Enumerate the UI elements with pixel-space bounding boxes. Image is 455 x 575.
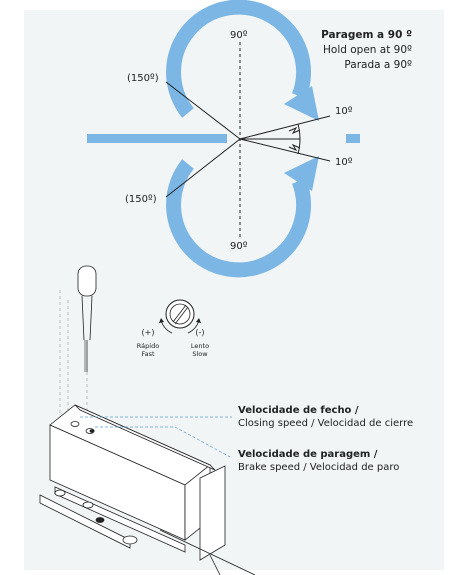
hold-open-es: Parada a 90º bbox=[344, 59, 412, 71]
slow-symbol: (-) bbox=[195, 328, 205, 337]
screwdriver bbox=[77, 265, 97, 372]
line-150-top bbox=[165, 81, 241, 140]
angle-arc-bottom bbox=[297, 138, 301, 155]
fast-symbol: (+) bbox=[141, 328, 155, 337]
angle-150-bottom-label: (150º) bbox=[125, 194, 157, 205]
angle-150-top-label: (150º) bbox=[127, 73, 159, 84]
angle-mark-top bbox=[288, 126, 301, 135]
door-leaf-left bbox=[87, 134, 227, 143]
speed-knob bbox=[159, 299, 201, 334]
upper-arc-arrow bbox=[166, 0, 312, 118]
brake-speed-title: Velocidade de paragem / bbox=[238, 449, 378, 460]
angle-90-top-label: 90º bbox=[230, 30, 248, 41]
angle-mark-bottom bbox=[288, 143, 301, 152]
angle-10-top-label: 10º bbox=[335, 106, 353, 117]
line-10-top bbox=[239, 115, 331, 140]
hinge-tail-line-1 bbox=[159, 529, 256, 575]
fast-label-en: Fast bbox=[141, 350, 155, 358]
angle-90-bottom-label: 90º bbox=[230, 241, 248, 252]
slow-label-pt: Lento bbox=[190, 342, 210, 350]
line-150-bottom bbox=[165, 138, 241, 198]
hold-open-title: Paragem a 90 º bbox=[321, 29, 412, 41]
hinge-tail-line-2 bbox=[209, 554, 221, 575]
fast-label-pt: Rápido bbox=[136, 342, 160, 350]
line-10-bottom bbox=[239, 138, 331, 162]
closing-speed-title: Velocidade de fecho / bbox=[238, 405, 359, 416]
hold-open-en: Hold open at 90º bbox=[323, 44, 412, 56]
closing-speed-subtitle: Closing speed / Velocidad de cierre bbox=[238, 418, 414, 429]
hinge-body bbox=[39, 404, 226, 561]
lower-arc-arrow bbox=[166, 159, 312, 278]
door-leaf-right bbox=[346, 134, 360, 143]
left-margin bbox=[0, 0, 10, 575]
angle-10-bottom-label: 10º bbox=[335, 157, 353, 168]
slow-label-en: Slow bbox=[192, 350, 208, 358]
angle-arc-top bbox=[297, 123, 301, 140]
brake-leader bbox=[95, 426, 233, 459]
upper-arrow-head bbox=[284, 86, 319, 121]
brake-speed-subtitle: Brake speed / Velocidad de paro bbox=[238, 462, 400, 473]
lower-arrow-head bbox=[284, 156, 319, 191]
